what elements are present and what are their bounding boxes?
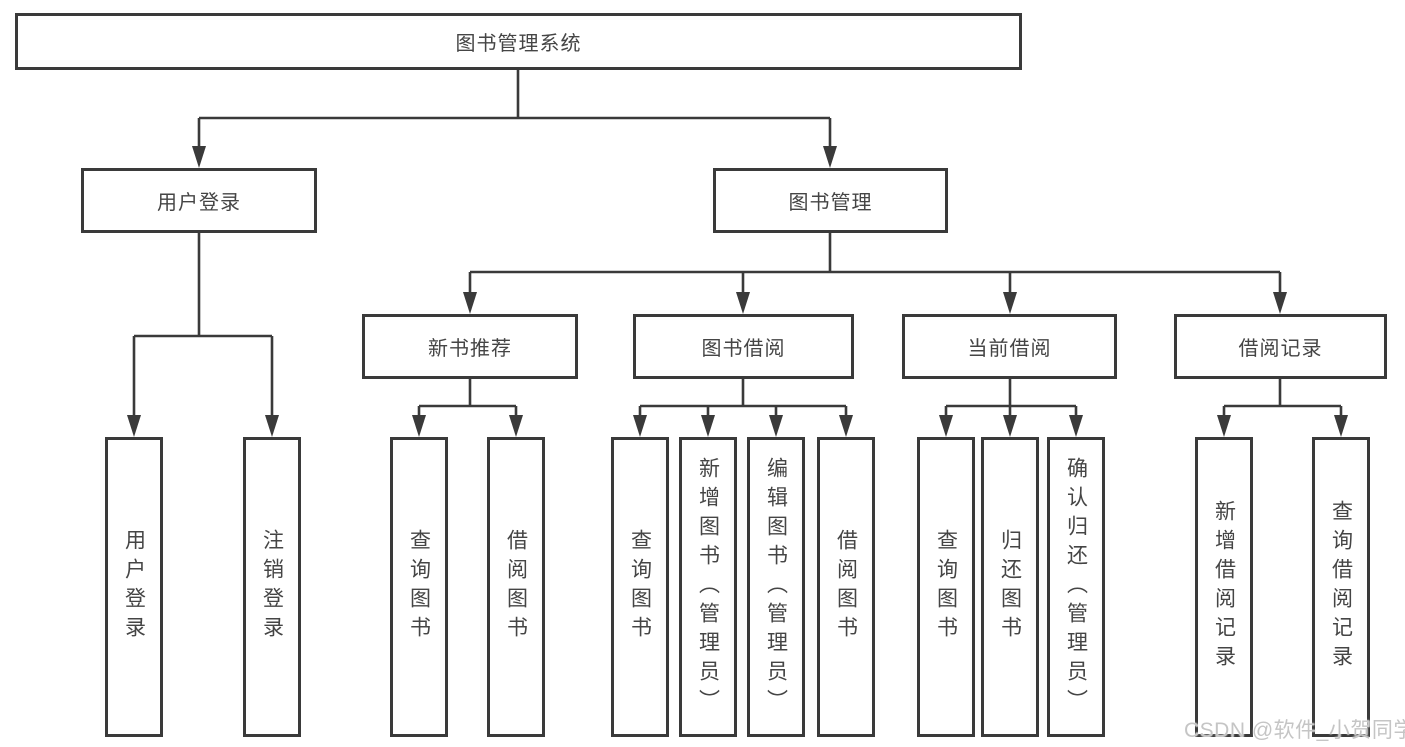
node-user-login-label: 用户登录 (157, 192, 241, 214)
csdn-watermark: CSDN @软件_小贺同学 (1184, 719, 1405, 742)
node-root: 图书管理系统 (15, 13, 1022, 70)
leaf-borrow-query-books-label: 查询图书 (628, 529, 652, 645)
node-book-management-label: 图书管理 (788, 192, 873, 214)
leaf-user-login: 用户登录 (105, 437, 163, 737)
leaf-logout-login: 注销登录 (243, 437, 301, 737)
node-borrow-record-label: 借阅记录 (1238, 338, 1323, 360)
node-book-borrow: 图书借阅 (633, 314, 854, 379)
node-book-borrow-label: 图书借阅 (701, 338, 786, 360)
leaf-newbook-query-books-label: 查询图书 (407, 529, 431, 645)
leaf-newbook-borrow-books: 借阅图书 (487, 437, 545, 737)
leaf-newbook-query-books: 查询图书 (390, 437, 448, 737)
leaf-record-query-borrow-record: 查询借阅记录 (1312, 437, 1370, 737)
node-current-borrow: 当前借阅 (902, 314, 1117, 379)
leaf-record-query-borrow-record-label: 查询借阅记录 (1329, 500, 1353, 674)
leaf-logout-login-label: 注销登录 (260, 529, 284, 645)
node-root-label: 图书管理系统 (455, 33, 582, 55)
node-user-login: 用户登录 (81, 168, 317, 233)
node-book-management: 图书管理 (713, 168, 948, 233)
node-new-book-recommend: 新书推荐 (362, 314, 578, 379)
leaf-newbook-borrow-books-label: 借阅图书 (504, 529, 528, 645)
leaf-borrow-add-books-admin-label: 新增图书（管理员） (696, 456, 720, 718)
node-borrow-record: 借阅记录 (1174, 314, 1387, 379)
leaf-current-confirm-return-admin-label: 确认归还（管理员） (1064, 456, 1088, 718)
leaf-record-add-borrow-record-label: 新增借阅记录 (1212, 500, 1236, 674)
leaf-borrow-query-books: 查询图书 (611, 437, 669, 737)
leaf-borrow-edit-books-admin-label: 编辑图书（管理员） (764, 456, 788, 718)
leaf-current-return-books-label: 归还图书 (998, 529, 1022, 645)
leaf-borrow-borrow-books: 借阅图书 (817, 437, 875, 737)
leaf-borrow-edit-books-admin: 编辑图书（管理员） (747, 437, 805, 737)
node-current-borrow-label: 当前借阅 (967, 338, 1052, 360)
leaf-current-confirm-return-admin: 确认归还（管理员） (1047, 437, 1105, 737)
node-new-book-recommend-label: 新书推荐 (428, 338, 512, 360)
leaf-current-return-books: 归还图书 (981, 437, 1039, 737)
leaf-current-query-books: 查询图书 (917, 437, 975, 737)
leaf-record-add-borrow-record: 新增借阅记录 (1195, 437, 1253, 737)
leaf-borrow-add-books-admin: 新增图书（管理员） (679, 437, 737, 737)
leaf-current-query-books-label: 查询图书 (934, 529, 958, 645)
leaf-borrow-borrow-books-label: 借阅图书 (834, 529, 858, 645)
leaf-user-login-label: 用户登录 (122, 529, 146, 645)
